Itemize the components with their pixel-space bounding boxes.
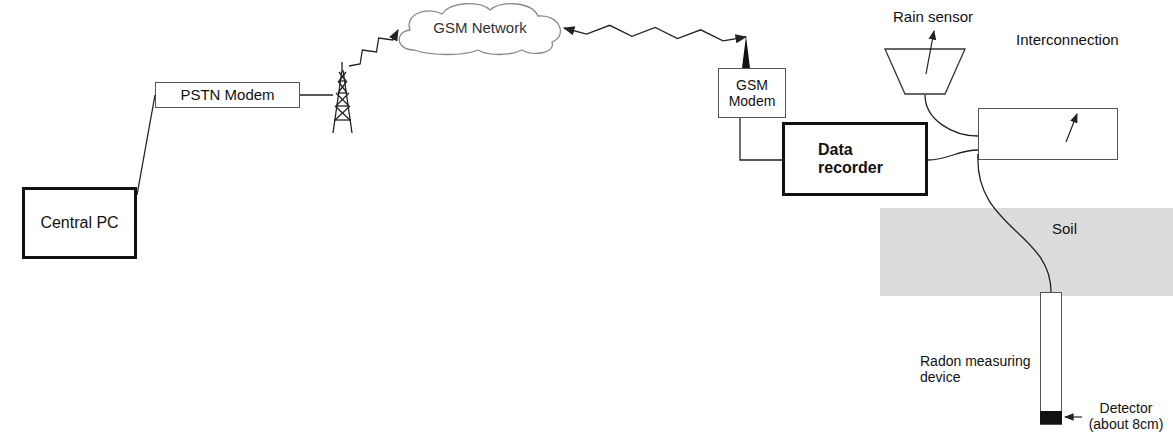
pointer-arrow: [926, 31, 934, 74]
detector: [1040, 411, 1062, 424]
pointer-arrow: [1066, 114, 1077, 142]
cloud-outline: [399, 4, 560, 55]
recorder-box: Data recorder: [782, 122, 928, 196]
radio-tower: [333, 62, 352, 133]
node-text: PSTN Modem: [180, 86, 274, 103]
node-label: Soil: [1052, 220, 1112, 237]
interconnection-box: Interconnection: [978, 108, 1118, 160]
node-text: GSM Network: [433, 19, 526, 36]
callout-label: Detector (about 8cm): [1084, 400, 1168, 432]
connector: [137, 95, 155, 195]
funnel-outline: [885, 49, 965, 94]
node-label: Interconnection: [1016, 31, 1156, 48]
connector: [740, 118, 782, 160]
rain-sensor: Rain sensor: [884, 48, 966, 95]
pointer-arrow: [1065, 416, 1082, 417]
connector: [928, 150, 978, 160]
network-cloud: GSM Network: [392, 0, 568, 54]
connector: [564, 25, 746, 41]
node-label: Rain sensor: [893, 8, 1003, 25]
connector: [978, 154, 1051, 292]
node-label: Radon measuring device: [920, 353, 1035, 385]
node-text: GSM Modem: [719, 77, 785, 109]
funnel-outline: [884, 48, 966, 95]
computer-box: Central PC: [22, 187, 137, 259]
node-text: Central PC: [40, 214, 118, 232]
modem-box: PSTN Modem: [155, 82, 300, 108]
modem-box: GSM Modem: [718, 68, 786, 118]
antenna: [742, 36, 750, 68]
node-text: Data recorder: [818, 141, 892, 178]
connector: [300, 30, 398, 95]
connector: [925, 95, 978, 136]
soil-band: Soil: [880, 208, 1173, 296]
radon-device: Radon measuring device: [1040, 292, 1062, 425]
